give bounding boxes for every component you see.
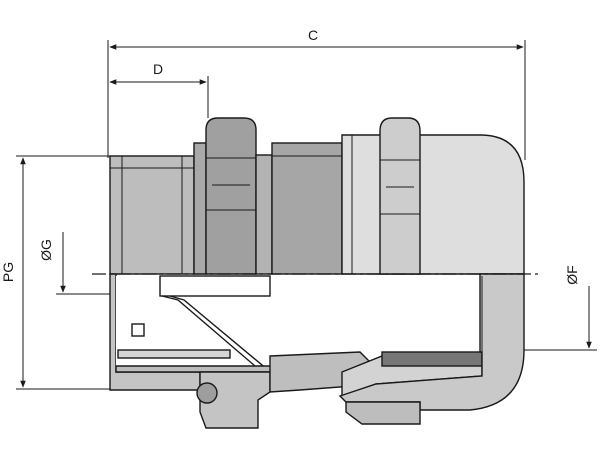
- body-hex-nut: [205, 117, 257, 275]
- dim-g-label: ØG: [38, 239, 54, 261]
- cap-flange: [345, 401, 421, 425]
- lock-mark: [131, 323, 145, 337]
- spring-base: [115, 365, 283, 373]
- pressure-screw-cap: [341, 134, 525, 275]
- dimension-c: C: [107, 27, 526, 160]
- connection-thread: [109, 155, 195, 275]
- cap-hex-nut: [379, 117, 421, 275]
- dimension-d: D: [109, 61, 209, 118]
- dim-c-label: C: [308, 27, 318, 43]
- o-ring: [196, 382, 218, 404]
- gland-upper-view: [109, 117, 525, 275]
- clamping-spring-inner: [169, 295, 269, 371]
- dimension-g: ØG: [38, 232, 118, 295]
- cap-section: [338, 273, 525, 411]
- internal-rib: [117, 349, 231, 359]
- dimension-f: ØF: [520, 265, 597, 351]
- body-sleeve: [271, 142, 343, 275]
- dim-d-label: D: [153, 61, 163, 77]
- dimension-pg: PG: [0, 155, 112, 390]
- body-neck: [255, 154, 273, 275]
- dim-f-label: ØF: [564, 265, 580, 284]
- clamping-spring: [161, 295, 263, 373]
- collar: [193, 142, 207, 275]
- insert-ring: [159, 275, 271, 297]
- dim-pg-label: PG: [0, 262, 16, 282]
- gland-lower-section: [109, 273, 525, 429]
- seal-band: [381, 351, 483, 367]
